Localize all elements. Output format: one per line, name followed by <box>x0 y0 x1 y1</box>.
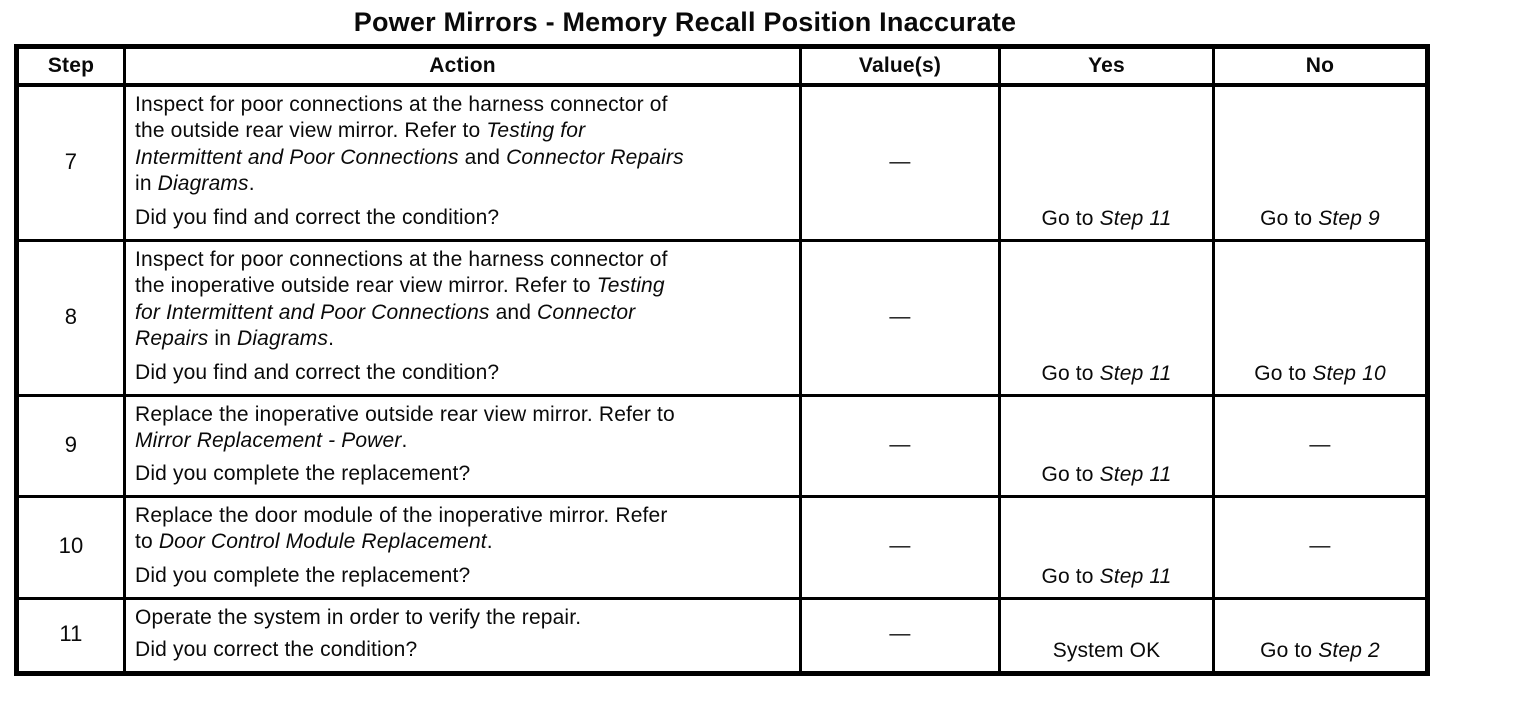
document-page: Power Mirrors - Memory Recall Position I… <box>0 7 1520 676</box>
no-cell-text: Go to Step 9 <box>1260 207 1380 230</box>
value-cell: — <box>799 494 1001 600</box>
yes-cell: Go to Step 11 <box>998 238 1215 397</box>
column-header-action: Action <box>123 45 802 87</box>
action-text: Replace the inoperative outside rear vie… <box>135 402 675 453</box>
column-header-values: Value(s) <box>799 45 1001 87</box>
table-row-step-7: 7 Inspect for poor connections at the har… <box>15 83 1429 242</box>
action-cell: Replace the inoperative outside rear vie… <box>123 393 802 498</box>
value-cell: — <box>799 596 1001 675</box>
value-dash: — <box>889 534 911 558</box>
yes-cell-text: Go to Step 11 <box>1041 463 1172 486</box>
value-cell: — <box>799 238 1001 397</box>
step-cell: 7 <box>15 83 126 242</box>
no-cell: Go to Step 10 <box>1212 238 1429 397</box>
no-cell-text: Go to Step 2 <box>1260 639 1380 662</box>
column-header-step: Step <box>15 45 126 87</box>
action-text: Inspect for poor connections at the harn… <box>135 247 668 351</box>
step-cell: 10 <box>15 494 126 600</box>
yes-cell: Go to Step 11 <box>998 83 1215 242</box>
action-cell: Operate the system in order to verify th… <box>123 596 802 675</box>
table-row-step-8: 8 Inspect for poor connections at the har… <box>15 238 1429 397</box>
no-cell: Go to Step 9 <box>1212 83 1429 242</box>
yes-cell: System OK <box>998 596 1215 675</box>
action-question: Did you find and correct the condition? <box>135 206 500 229</box>
column-header-yes: Yes <box>998 45 1215 87</box>
column-header-no: No <box>1212 45 1429 87</box>
action-text: Inspect for poor connections at the harn… <box>135 92 684 196</box>
value-dash: — <box>889 622 911 646</box>
action-question: Did you find and correct the condition? <box>135 361 500 384</box>
action-cell: Inspect for poor connections at the harn… <box>123 83 802 242</box>
value-dash: — <box>889 432 911 456</box>
value-dash: — <box>889 149 911 173</box>
step-number: 11 <box>59 621 83 647</box>
table-row-step-10: 10 Replace the door module of the inopera… <box>15 494 1429 600</box>
action-text: Operate the system in order to verify th… <box>135 605 582 629</box>
yes-cell: Go to Step 11 <box>998 393 1215 498</box>
action-text: Replace the door module of the inoperati… <box>135 503 668 554</box>
action-question: Did you complete the replacement? <box>135 564 471 587</box>
value-cell: — <box>799 393 1001 498</box>
yes-cell-text: Go to Step 11 <box>1041 207 1172 230</box>
no-cell: — <box>1212 393 1429 498</box>
no-cell: Go to Step 2 <box>1212 596 1429 675</box>
value-cell: — <box>799 83 1001 242</box>
action-question: Did you complete the replacement? <box>135 462 471 485</box>
page-title: Power Mirrors - Memory Recall Position I… <box>353 7 1017 37</box>
value-dash: — <box>889 304 911 328</box>
yes-cell: Go to Step 11 <box>998 494 1215 600</box>
step-number: 7 <box>64 148 78 174</box>
action-cell: Inspect for poor connections at the harn… <box>123 238 802 397</box>
table-row-step-11: 11 Operate the system in order to verify … <box>15 596 1429 675</box>
step-number: 8 <box>64 303 78 329</box>
yes-cell-text: Go to Step 11 <box>1041 565 1172 588</box>
step-number: 9 <box>64 431 78 457</box>
no-cell-text: — <box>1309 534 1331 558</box>
step-cell: 9 <box>15 393 126 498</box>
action-cell: Replace the door module of the inoperati… <box>123 494 802 600</box>
no-cell-text: — <box>1309 432 1331 456</box>
action-question: Did you correct the condition? <box>135 638 418 661</box>
yes-cell-text: System OK <box>1052 639 1161 662</box>
table-row-step-9: 9 Replace the inoperative outside rear vi… <box>15 393 1429 498</box>
yes-cell-text: Go to Step 11 <box>1041 362 1172 385</box>
no-cell: — <box>1212 494 1429 600</box>
no-cell-text: Go to Step 10 <box>1254 362 1386 385</box>
step-cell: 8 <box>15 238 126 397</box>
step-cell: 11 <box>15 596 126 675</box>
step-number: 10 <box>58 533 84 559</box>
